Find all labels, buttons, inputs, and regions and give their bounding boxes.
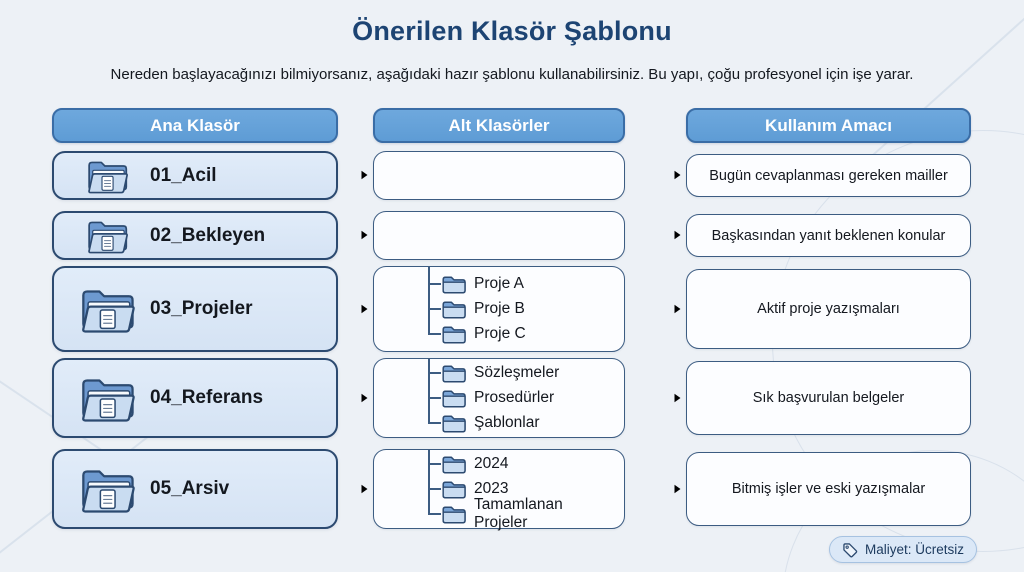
tree-branch bbox=[428, 397, 441, 399]
purpose-label: Bitmiş işler ve eski yazışmalar bbox=[731, 481, 926, 497]
tree-branch bbox=[428, 488, 441, 490]
subfolder-label: Prosedürler bbox=[474, 389, 555, 406]
subfolder-item: Prosedürler bbox=[428, 386, 620, 411]
tree-line bbox=[428, 450, 430, 515]
tag-icon bbox=[843, 542, 858, 558]
closed-folder-icon bbox=[442, 481, 466, 498]
closed-folder-icon bbox=[442, 326, 466, 343]
page-title: Önerilen Klasör Şablonu bbox=[352, 16, 672, 46]
open-folder-icon bbox=[72, 283, 142, 336]
arrow-right-icon bbox=[625, 230, 681, 240]
closed-folder-icon bbox=[442, 415, 466, 432]
subfolders-box-05: 2024 2023 Tamamlanan Projeler bbox=[373, 449, 625, 531]
purpose-box-02: Başkasından yanıt beklenen konular bbox=[686, 214, 971, 257]
purpose-label: Bugün cevaplanması gereken mailler bbox=[709, 167, 948, 184]
purpose-box-03: Aktif proje yazışmaları bbox=[686, 269, 971, 349]
subfolder-item: Proje A bbox=[428, 272, 620, 297]
main-folder-box-05: 05_Arsiv bbox=[52, 449, 338, 529]
tree-branch bbox=[428, 513, 441, 515]
closed-folder-icon bbox=[442, 506, 466, 523]
tree-branch bbox=[428, 283, 441, 285]
main-folder-label: 05_Arsiv bbox=[150, 478, 230, 499]
main-folder-label: 04_Referans bbox=[150, 387, 264, 408]
open-folder-icon bbox=[72, 156, 142, 196]
subfolder-tree: Proje A Proje B Proje C bbox=[428, 267, 620, 351]
closed-folder-icon bbox=[442, 365, 466, 382]
subfolders-box-02 bbox=[373, 211, 625, 260]
closed-folder-icon bbox=[442, 390, 466, 407]
purpose-label: Aktif proje yazışmaları bbox=[757, 301, 900, 317]
page-subtitle: Nereden başlayacağınızı bilmiyorsanız, a… bbox=[110, 66, 914, 83]
subfolder-tree: Sözleşmeler Prosedürler Şablonlar bbox=[428, 359, 620, 437]
column-header-subfolders: Alt Klasörler bbox=[373, 108, 625, 143]
subfolder-label: Proje A bbox=[474, 275, 524, 292]
main-folder-box-03: 03_Projeler bbox=[52, 266, 338, 352]
subfolder-label: 2024 bbox=[474, 455, 509, 472]
subfolder-item: Proje B bbox=[428, 297, 620, 322]
column-header-main-folder: Ana Klasör bbox=[52, 108, 338, 143]
subfolder-label: Proje B bbox=[474, 300, 525, 317]
subfolder-item: Sözleşmeler bbox=[428, 361, 620, 386]
cost-badge-label: Maliyet: Ücretsiz bbox=[864, 542, 964, 557]
subfolders-box-01 bbox=[373, 151, 625, 200]
cost-badge: Maliyet: Ücretsiz bbox=[828, 536, 977, 563]
tree-branch bbox=[428, 372, 441, 374]
subfolder-label: Tamamlanan Projeler bbox=[474, 496, 563, 531]
tree-branch bbox=[428, 333, 441, 335]
subfolder-label: Proje C bbox=[474, 325, 526, 342]
subfolder-label: 2023 bbox=[474, 480, 509, 497]
purpose-box-01: Bugün cevaplanması gereken mailler bbox=[686, 154, 971, 197]
main-folder-box-04: 04_Referans bbox=[52, 358, 338, 438]
purpose-label: Sık başvurulan belgeler bbox=[752, 390, 905, 406]
arrow-right-icon bbox=[338, 393, 368, 403]
tree-branch bbox=[428, 308, 441, 310]
tree-line bbox=[428, 359, 430, 424]
subfolder-item: Proje C bbox=[428, 322, 620, 347]
closed-folder-icon bbox=[442, 456, 466, 473]
open-folder-icon bbox=[72, 463, 142, 516]
main-folder-label: 02_Bekleyen bbox=[150, 224, 266, 246]
main-folder-label: 03_Projeler bbox=[150, 298, 253, 319]
arrow-right-icon bbox=[625, 484, 681, 494]
closed-folder-icon bbox=[442, 276, 466, 293]
arrow-right-icon bbox=[625, 170, 681, 180]
subfolder-item: Tamamlanan Projeler bbox=[428, 496, 620, 531]
subfolder-tree: 2024 2023 Tamamlanan Projeler bbox=[428, 450, 620, 531]
subfolder-item: Şablonlar bbox=[428, 411, 620, 436]
subfolder-label: Şablonlar bbox=[474, 414, 540, 431]
subfolder-item: 2023 bbox=[428, 477, 620, 502]
subfolders-box-03: Proje A Proje B Proje C bbox=[373, 266, 625, 352]
tree-branch bbox=[428, 463, 441, 465]
closed-folder-icon bbox=[442, 301, 466, 318]
main-folder-box-02: 02_Bekleyen bbox=[52, 211, 338, 260]
arrow-right-icon bbox=[338, 484, 368, 494]
subfolder-label: Sözleşmeler bbox=[474, 364, 560, 381]
subfolder-item: 2024 bbox=[428, 452, 620, 477]
open-folder-icon bbox=[72, 372, 142, 425]
arrow-right-icon bbox=[338, 170, 368, 180]
open-folder-icon bbox=[72, 216, 142, 256]
arrow-right-icon bbox=[625, 393, 681, 403]
main-folder-label: 01_Acil bbox=[150, 164, 217, 186]
arrow-right-icon bbox=[338, 304, 368, 314]
main-folder-box-01: 01_Acil bbox=[52, 151, 338, 200]
purpose-label: Başkasından yanıt beklenen konular bbox=[711, 227, 946, 244]
column-header-purpose: Kullanım Amacı bbox=[686, 108, 971, 143]
purpose-box-04: Sık başvurulan belgeler bbox=[686, 361, 971, 435]
tree-line bbox=[428, 267, 430, 335]
subfolders-box-04: Sözleşmeler Prosedürler Şablonlar bbox=[373, 358, 625, 438]
purpose-box-05: Bitmiş işler ve eski yazışmalar bbox=[686, 452, 971, 526]
arrow-right-icon bbox=[338, 230, 368, 240]
arrow-right-icon bbox=[625, 304, 681, 314]
tree-branch bbox=[428, 422, 441, 424]
